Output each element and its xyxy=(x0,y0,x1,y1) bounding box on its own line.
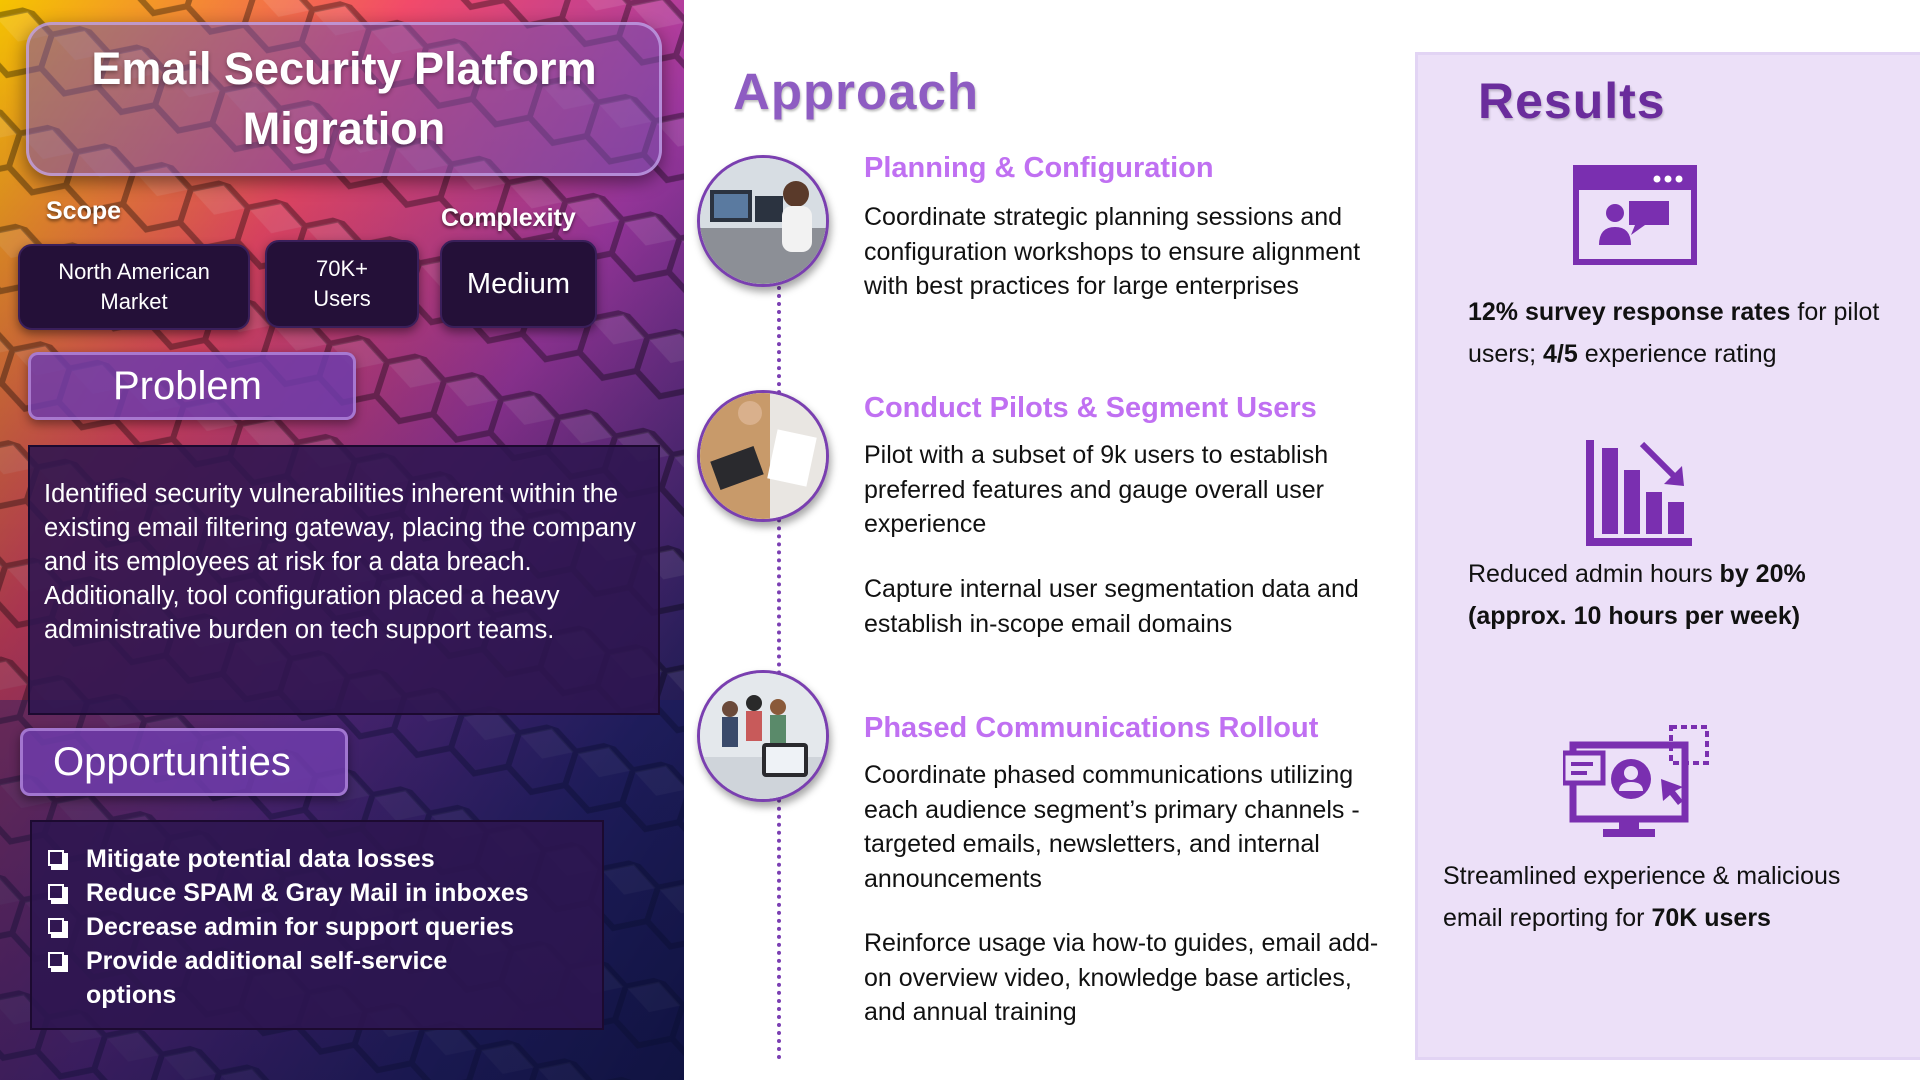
opportunities-box: Mitigate potential data losses Reduce SP… xyxy=(30,820,604,1030)
step-title: Planning & Configuration xyxy=(864,152,1214,184)
problem-text: Identified security vulnerabilities inhe… xyxy=(44,480,637,644)
declining-bar-chart-icon xyxy=(1586,440,1692,546)
result-admin-hours-text: Reduced admin hours by 20% (approx. 10 h… xyxy=(1468,560,1806,630)
page-title: Email Security Platform Migration xyxy=(91,43,597,154)
problem-box: Identified security vulnerabilities inhe… xyxy=(28,445,660,715)
step-text: Coordinate strategic planning sessions a… xyxy=(864,203,1361,300)
checkbox-icon xyxy=(48,918,68,938)
approach-title: Approach xyxy=(733,63,980,120)
opportunities-list: Mitigate potential data losses Reduce SP… xyxy=(48,842,592,1012)
complexity-label: Complexity xyxy=(441,204,576,232)
problem-heading: Problem xyxy=(28,352,356,420)
step-text: Reinforce usage via how-to guides, email… xyxy=(864,929,1379,1026)
results-title: Results xyxy=(1478,73,1666,129)
list-item: Decrease admin for support queries xyxy=(48,910,592,944)
checkbox-icon xyxy=(48,952,68,972)
pilot-photo xyxy=(697,390,829,522)
opportunities-heading: Opportunities xyxy=(20,728,348,796)
video-chat-icon xyxy=(1573,165,1697,265)
step-title: Conduct Pilots & Segment Users xyxy=(864,392,1317,424)
list-item: Provide additional self-service options xyxy=(48,944,592,1012)
result-reporting-text: Streamlined experience & malicious email… xyxy=(1443,862,1841,932)
scope-label: Scope xyxy=(46,197,122,225)
complexity-pill: Medium xyxy=(440,240,597,328)
step-text: Pilot with a subset of 9k users to estab… xyxy=(864,441,1329,538)
checkbox-icon xyxy=(48,850,68,870)
users-pill: 70K+ Users xyxy=(265,240,419,328)
list-item: Reduce SPAM & Gray Mail in inboxes xyxy=(48,876,592,910)
left-panel: Email Security Platform Migration Scope … xyxy=(0,0,684,1080)
market-pill: North American Market xyxy=(18,244,250,330)
step-title: Phased Communications Rollout xyxy=(864,712,1319,744)
result-survey-text: 12% survey response rates for pilot user… xyxy=(1468,298,1880,368)
checkbox-icon xyxy=(48,884,68,904)
timeline-line xyxy=(777,270,781,1060)
results-panel: Results 12% survey response rates for pi… xyxy=(1415,52,1920,1060)
planning-photo xyxy=(697,155,829,287)
title-card: Email Security Platform Migration xyxy=(26,22,662,176)
communications-photo xyxy=(697,670,829,802)
step-text: Capture internal user segmentation data … xyxy=(864,575,1359,638)
user-monitor-icon xyxy=(1563,725,1709,837)
step-text: Coordinate phased communications utilizi… xyxy=(864,761,1360,893)
list-item: Mitigate potential data losses xyxy=(48,842,592,876)
